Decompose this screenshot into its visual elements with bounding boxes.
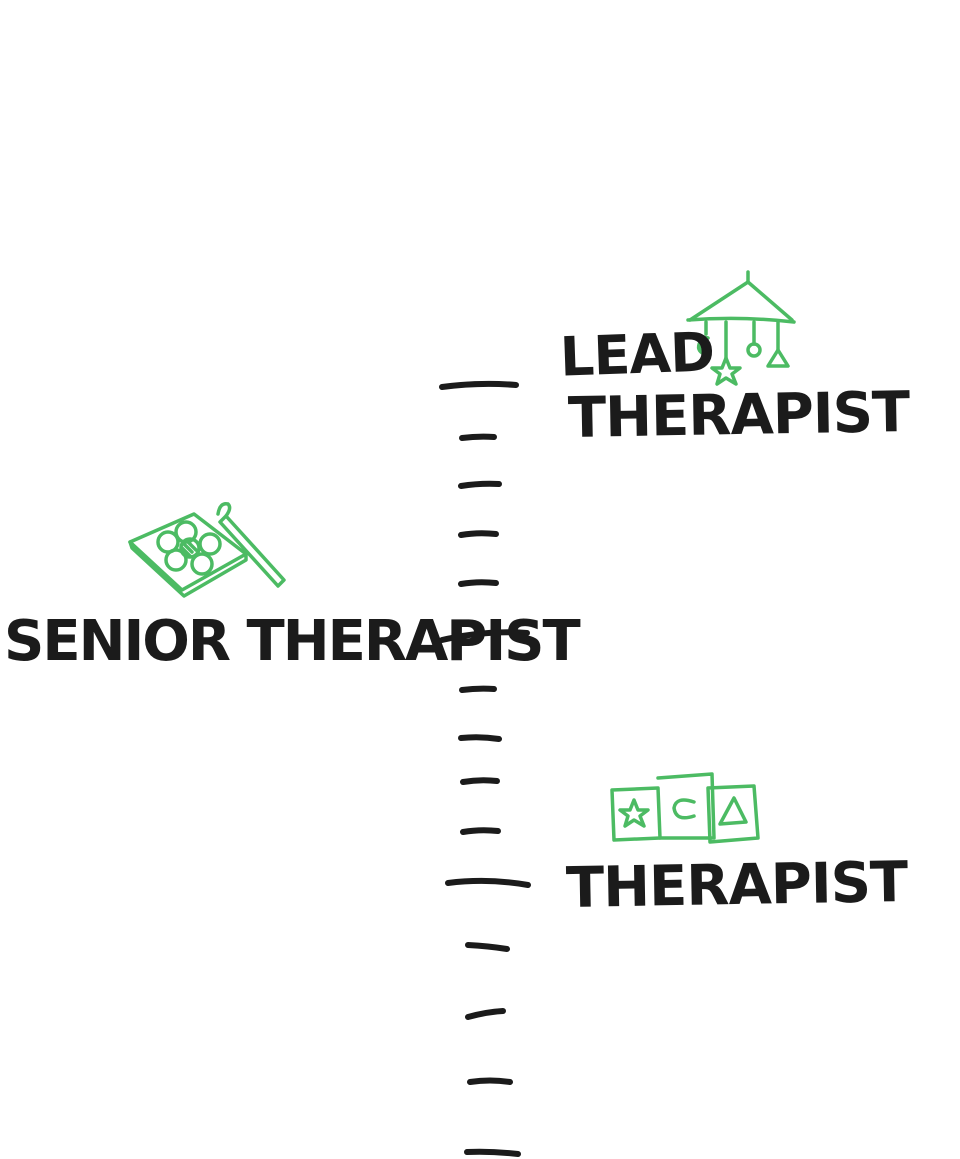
level-title-line-1: Lead xyxy=(558,320,715,389)
minor-tick xyxy=(460,827,501,835)
minor-tick xyxy=(467,1077,513,1085)
minor-tick xyxy=(458,480,502,489)
minor-tick xyxy=(459,433,497,441)
minor-tick xyxy=(465,1008,506,1020)
major-tick xyxy=(439,629,530,643)
major-tick xyxy=(439,380,519,390)
minor-tick xyxy=(458,579,499,587)
minor-tick xyxy=(464,1148,521,1157)
major-tick xyxy=(445,877,531,888)
minor-tick xyxy=(458,734,502,742)
minor-tick xyxy=(458,530,499,538)
level-title: Therapist xyxy=(565,850,908,921)
level-title: Senior Therapist xyxy=(4,609,581,674)
minor-tick xyxy=(465,942,510,952)
minor-tick xyxy=(459,685,497,693)
level-title-line-2: Therapist xyxy=(567,380,910,451)
minor-tick xyxy=(460,777,500,785)
